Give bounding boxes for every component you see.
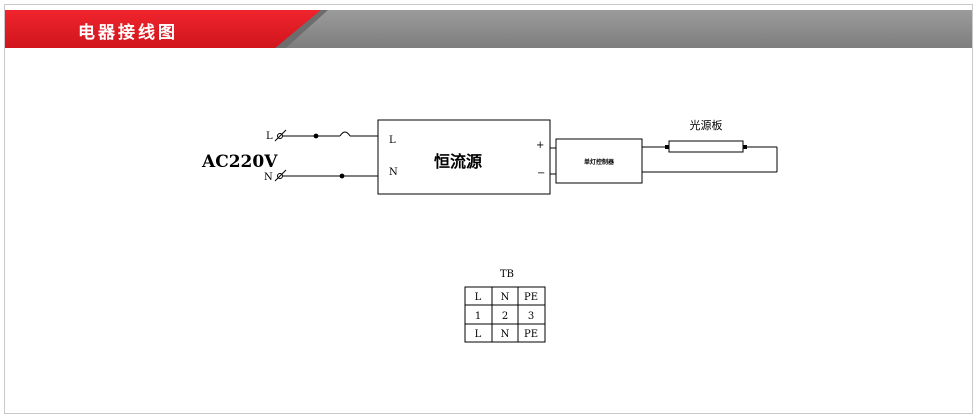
line-L-label: L: [266, 131, 273, 142]
tb-table-border: [464, 286, 546, 343]
light-board-box: [668, 140, 744, 153]
driver-box: [377, 119, 551, 195]
tb-cell: N: [501, 292, 510, 303]
controller-label: 单灯控制器: [584, 158, 615, 166]
tb-cell: N: [501, 329, 510, 340]
supply-label: AC220V: [201, 152, 278, 172]
tb-cell: 1: [475, 311, 481, 322]
fuse-arc: [339, 131, 351, 137]
header-tab: [5, 10, 323, 48]
junction-dot-L: [313, 133, 319, 139]
tb-cell: L: [475, 292, 482, 303]
terminal-L-slash: [274, 129, 287, 142]
driver-out-pos: +: [536, 140, 544, 151]
terminal-N-slash: [274, 169, 287, 182]
light-board-label: 光源板: [690, 118, 723, 132]
tb-cell: L: [475, 329, 482, 340]
driver-in-L: L: [389, 135, 396, 146]
tb-title: TB: [500, 269, 514, 280]
driver-in-N: N: [389, 167, 398, 178]
board-pin-left: [665, 145, 669, 149]
terminal-N-icon: [277, 173, 283, 179]
tb-cell: 2: [502, 311, 508, 322]
page-title: 电器接线图: [78, 23, 178, 43]
tb-cell: PE: [524, 292, 538, 303]
driver-out-neg: −: [537, 168, 545, 179]
line-N-label: N: [264, 172, 273, 183]
tb-cell: 3: [528, 311, 534, 322]
driver-title: 恒流源: [434, 152, 482, 171]
terminal-L-icon: [277, 133, 283, 139]
board-pin-right: [743, 145, 747, 149]
content-frame: [4, 4, 973, 414]
tb-cell: PE: [524, 329, 538, 340]
tb-table: [464, 286, 546, 343]
controller-box: [555, 138, 643, 184]
junction-dot-N: [339, 173, 345, 179]
